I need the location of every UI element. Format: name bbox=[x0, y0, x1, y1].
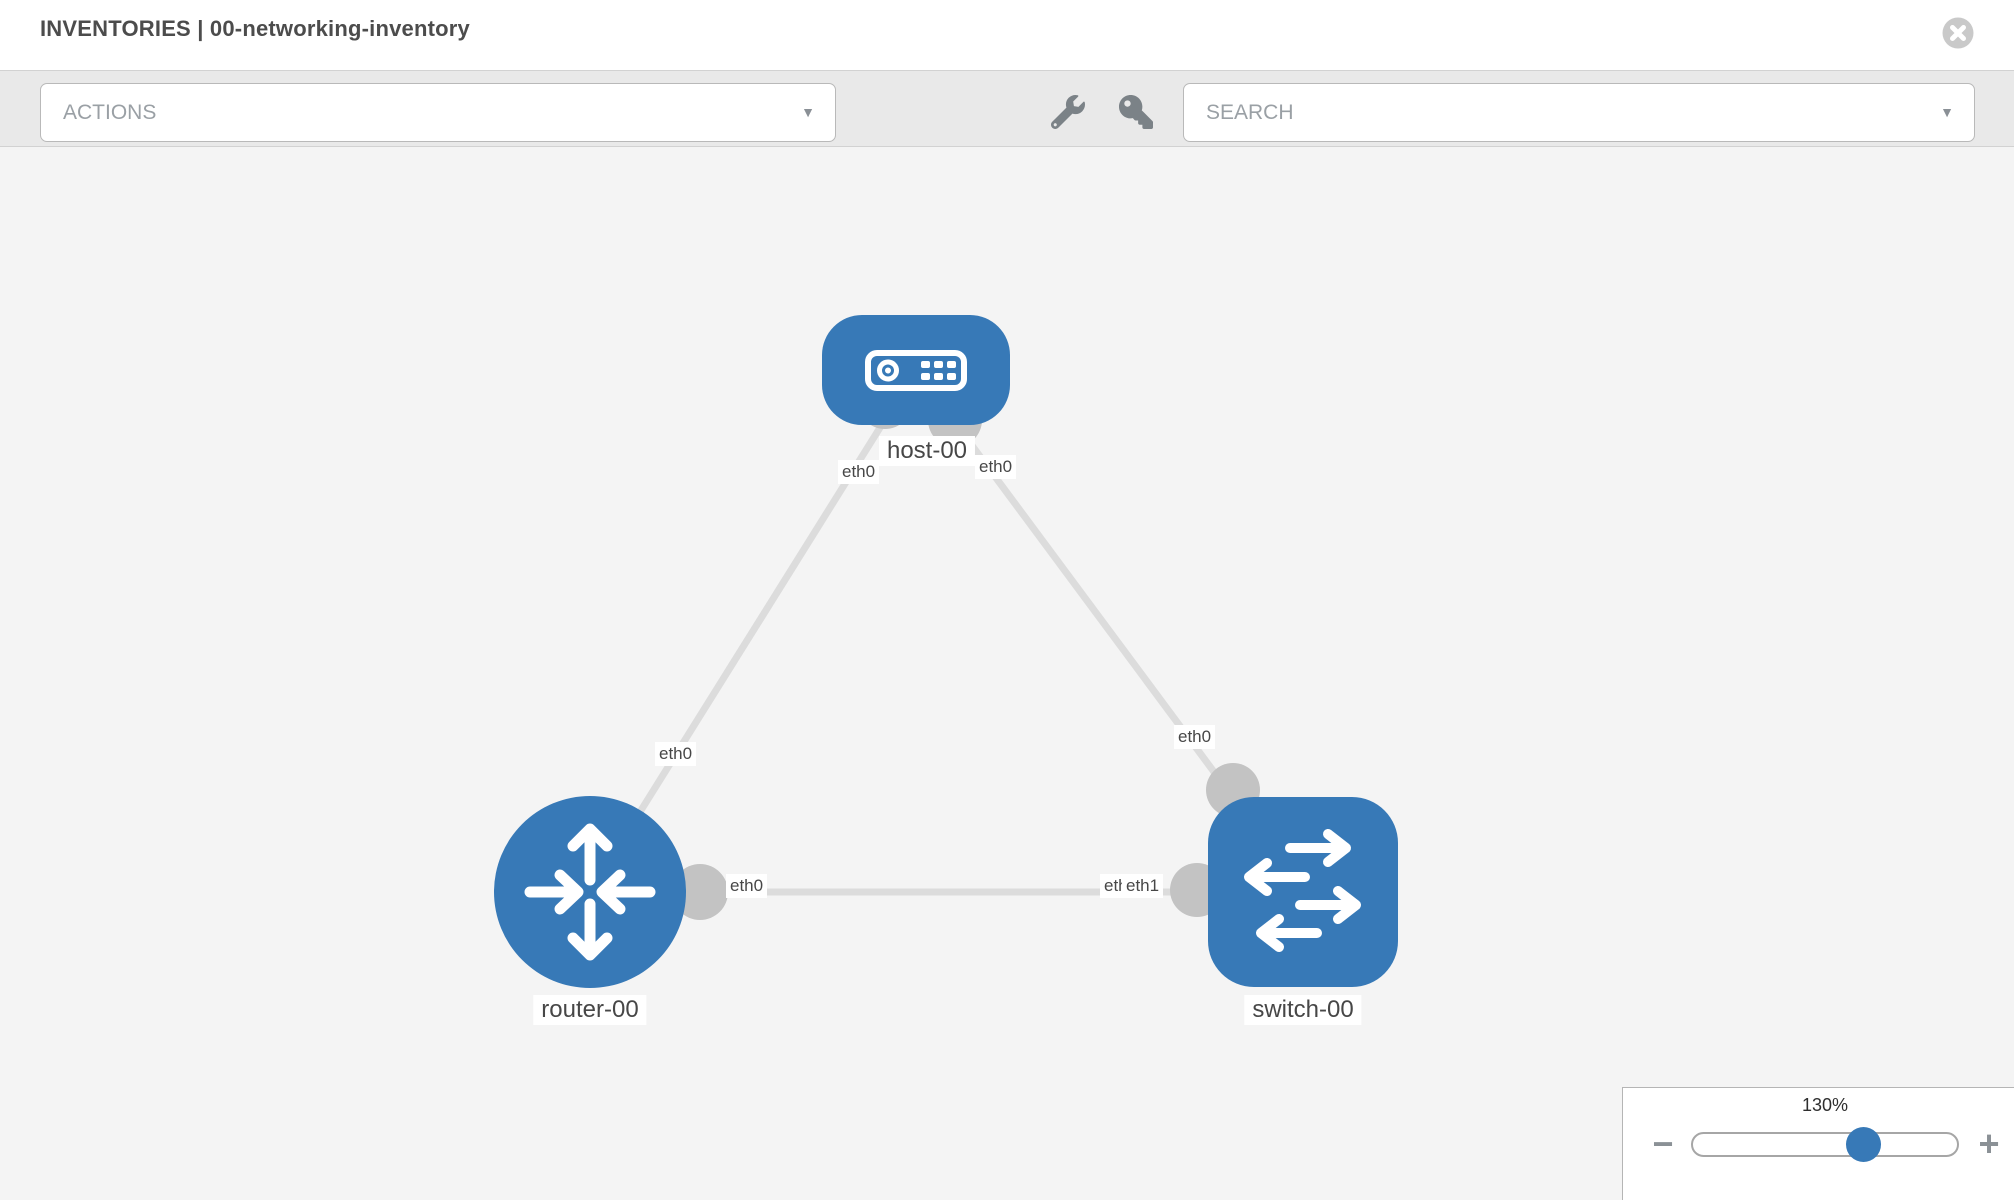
search-dropdown[interactable]: SEARCH ▼ bbox=[1183, 83, 1975, 142]
node-label-switch-00: switch-00 bbox=[1244, 995, 1362, 1025]
search-dropdown-placeholder: SEARCH bbox=[1206, 101, 1294, 124]
zoom-in-button[interactable]: + bbox=[1978, 1123, 2000, 1164]
header-bar: INVENTORIES | 00-networking-inventory bbox=[0, 0, 2014, 70]
node-label-router-00: router-00 bbox=[533, 995, 647, 1025]
iface-label-host-to-switch: eth0 bbox=[975, 455, 1017, 479]
zoom-out-button[interactable]: − bbox=[1652, 1123, 1674, 1164]
node-router-00[interactable] bbox=[494, 796, 686, 988]
host-icon bbox=[865, 350, 967, 391]
chevron-down-icon: ▼ bbox=[801, 104, 815, 120]
node-switch-00[interactable] bbox=[1208, 797, 1398, 987]
iface-label-router-to-switch: eth0 bbox=[726, 874, 768, 898]
wrench-icon[interactable] bbox=[1051, 95, 1085, 129]
actions-dropdown-label: ACTIONS bbox=[63, 101, 157, 124]
zoom-level-readout: 130% bbox=[1801, 1095, 1849, 1115]
actions-dropdown[interactable]: ACTIONS ▼ bbox=[40, 83, 836, 142]
switch-icon bbox=[1244, 829, 1361, 952]
port-router-to-switch bbox=[672, 864, 728, 920]
chevron-down-icon: ▼ bbox=[1940, 104, 1954, 120]
iface-label-switch-to-router: eth1 bbox=[1122, 874, 1164, 898]
key-icon[interactable] bbox=[1119, 95, 1153, 129]
close-icon[interactable] bbox=[1941, 16, 1975, 50]
node-label-host-00: host-00 bbox=[878, 436, 976, 466]
page-title: INVENTORIES | 00-networking-inventory bbox=[40, 16, 470, 41]
toolbar: ACTIONS ▼ SEARCH ▼ bbox=[0, 70, 2014, 147]
topology-canvas[interactable]: eth0 eth0 eth0 eth0 eth0 eth0 eth1 host-… bbox=[0, 147, 2014, 1200]
zoom-panel: 130% − + bbox=[1622, 1087, 2014, 1200]
link-host-router bbox=[587, 368, 919, 894]
iface-label-router-to-host: eth0 bbox=[655, 742, 697, 766]
iface-label-switch-to-host: eth0 bbox=[1174, 725, 1216, 749]
iface-label-host-to-router: eth0 bbox=[838, 460, 880, 484]
router-icon bbox=[524, 823, 656, 961]
zoom-slider-handle[interactable] bbox=[1846, 1127, 1881, 1162]
zoom-slider-track[interactable] bbox=[1691, 1132, 1959, 1157]
node-host-00[interactable] bbox=[822, 315, 1010, 425]
